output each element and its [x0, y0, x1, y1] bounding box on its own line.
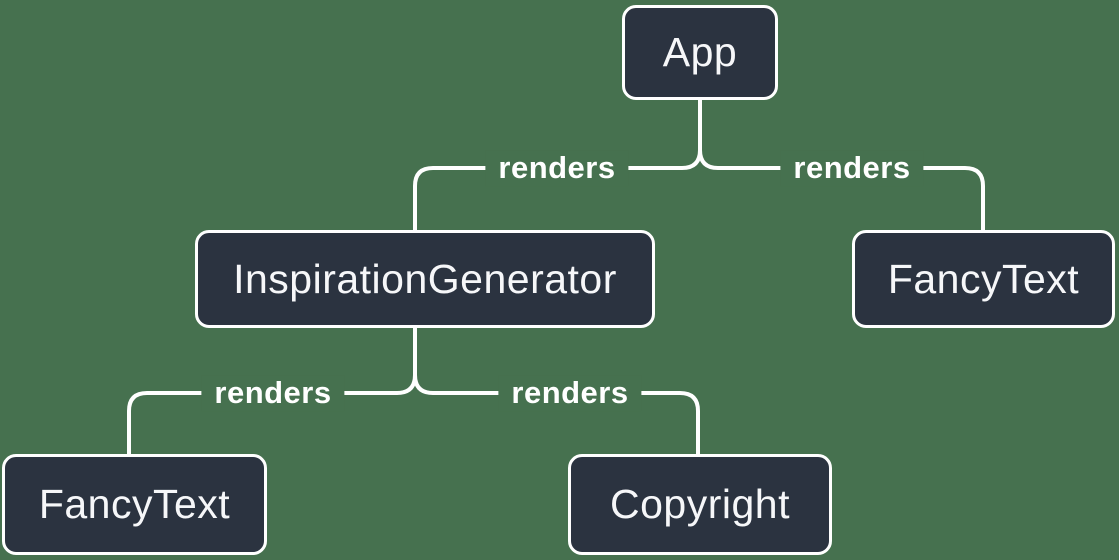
node-label: FancyText — [887, 255, 1080, 302]
edge-label-renders: renders — [780, 150, 924, 186]
edge-label-renders: renders — [201, 375, 345, 411]
node-inspiration-generator: InspirationGenerator — [195, 230, 655, 328]
node-label: InspirationGenerator — [233, 255, 617, 302]
node-app: App — [622, 5, 778, 100]
node-label: FancyText — [38, 481, 231, 527]
node-copyright: Copyright — [568, 454, 832, 555]
node-label: App — [662, 29, 738, 75]
edge-label-renders: renders — [498, 375, 642, 411]
node-fancy-text-top: FancyText — [852, 230, 1115, 328]
edge-label-renders: renders — [485, 150, 629, 186]
node-label: Copyright — [610, 481, 790, 527]
node-fancy-text-bottom: FancyText — [2, 454, 267, 555]
